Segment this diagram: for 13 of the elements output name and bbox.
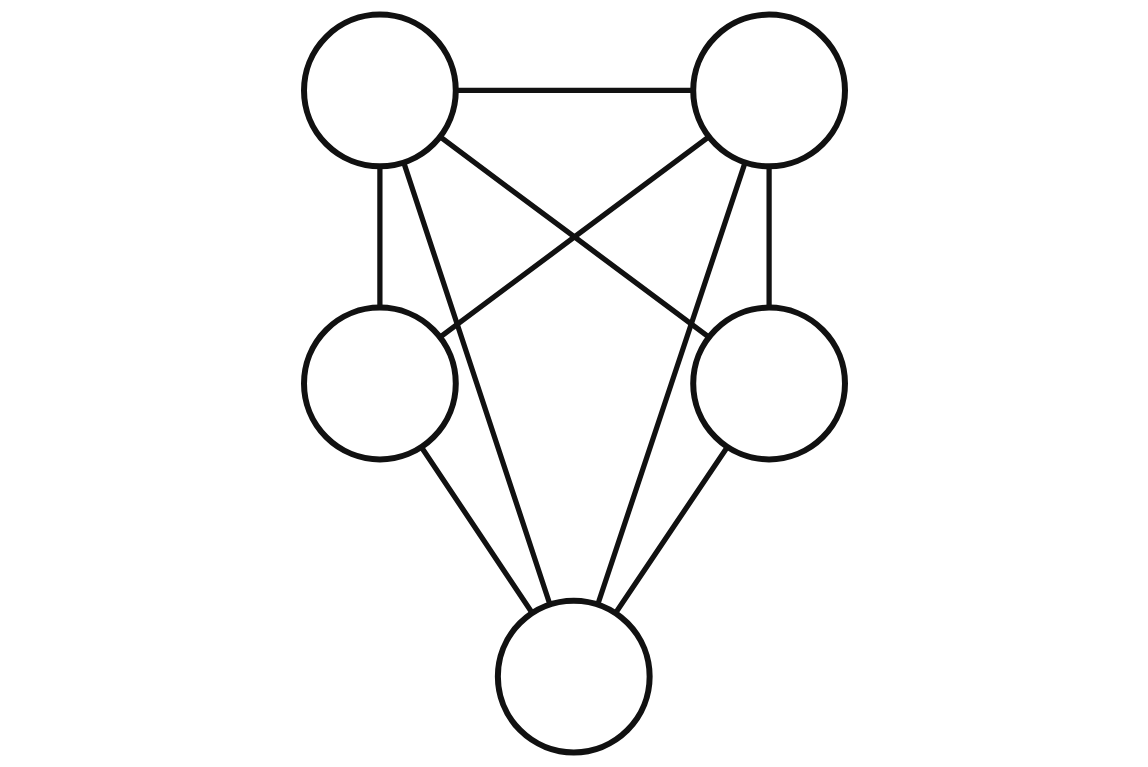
node-circle bbox=[300, 11, 459, 170]
node-circle bbox=[300, 304, 459, 463]
connector bbox=[455, 87, 693, 94]
node-circle bbox=[689, 304, 848, 463]
connector bbox=[438, 134, 710, 339]
connector bbox=[594, 162, 747, 606]
node-circle bbox=[689, 11, 848, 170]
node-circle bbox=[494, 597, 653, 756]
connector bbox=[418, 445, 534, 615]
connector bbox=[765, 166, 772, 308]
connector bbox=[376, 166, 383, 308]
connector bbox=[400, 162, 552, 606]
connector bbox=[612, 445, 729, 615]
